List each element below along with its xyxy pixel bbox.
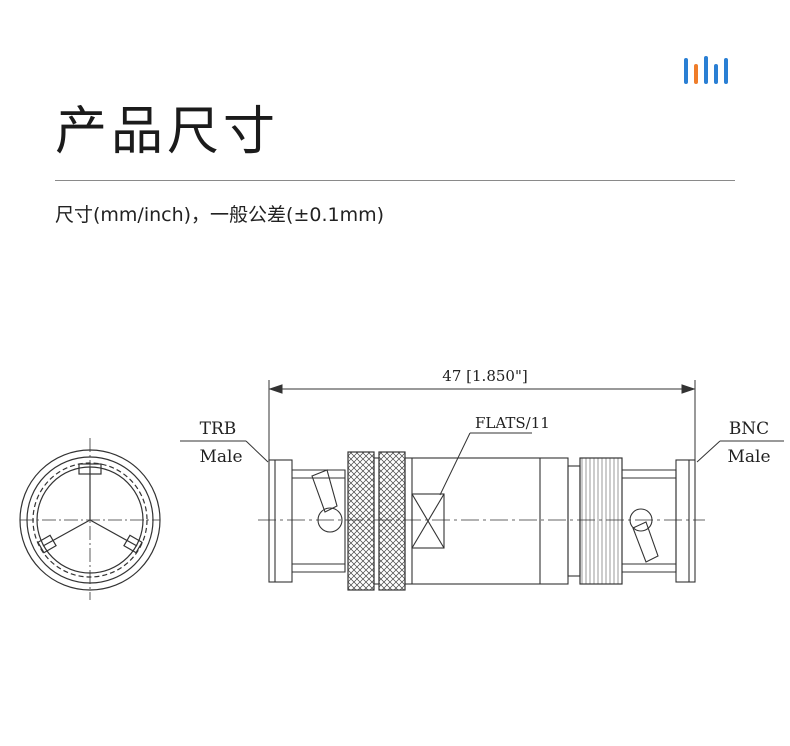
brand-logo-icon xyxy=(684,56,728,84)
right-label-leader xyxy=(696,440,784,463)
right-connector-gender: Male xyxy=(727,447,770,467)
left-connector-gender: Male xyxy=(199,447,242,467)
right-connector-type: BNC xyxy=(729,419,769,439)
overall-dimension xyxy=(268,380,696,462)
flats-leader xyxy=(439,432,532,496)
dimension-note: 尺寸(mm/inch)，一般公差(±0.1mm) xyxy=(55,204,385,226)
left-label-leader xyxy=(180,440,269,463)
connector-side-view xyxy=(258,451,705,591)
overall-length-label: 47 [1.850"] xyxy=(442,367,527,385)
left-connector-type: TRB xyxy=(200,419,237,439)
end-view xyxy=(19,438,161,600)
header-divider xyxy=(55,180,735,181)
page-title: 产品尺寸 xyxy=(55,102,280,162)
flats-label: FLATS/11 xyxy=(475,414,550,432)
